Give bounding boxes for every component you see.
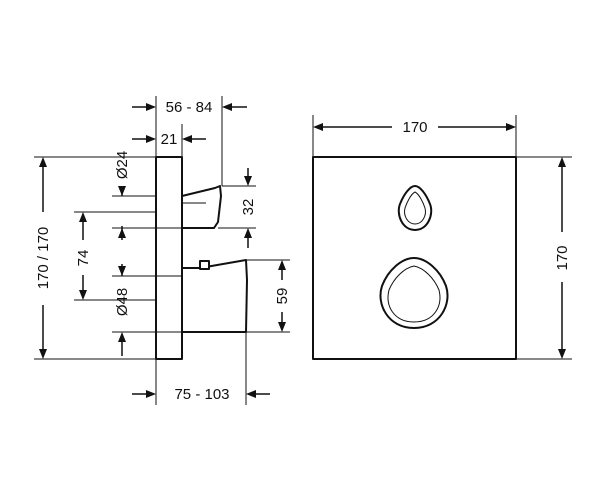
front-view: 170 170 [312,115,572,360]
dim-depth-bottom: 75 - 103 [132,332,270,405]
dim-lower-handle-height: 59 [246,259,291,333]
dim-diameter-small-label: Ø24 [114,151,131,179]
dim-front-height-label: 170 [554,245,571,270]
front-large-knob [379,257,449,329]
side-upper-handle [181,185,222,229]
dim-lower-handle-height-label: 59 [274,288,291,305]
dim-depth-top: 56 - 84 [132,96,247,186]
dim-depth-top-label: 56 - 84 [166,99,213,116]
side-wall-plate [155,156,183,360]
dim-center-distance: 74 [74,211,156,301]
dim-upper-handle-height: 32 [218,168,257,248]
dim-diameter-large: Ø48 [112,226,182,356]
dim-height-total: 170 / 170 [34,156,156,360]
front-small-knob [397,185,433,231]
dim-front-height: 170 [516,156,572,360]
dim-diameter-small: Ø24 [112,151,182,229]
dim-upper-handle-height-label: 32 [240,199,257,216]
dim-diameter-large-label: Ø48 [114,288,131,316]
dim-center-distance-label: 74 [75,250,92,267]
dim-height-total-label: 170 / 170 [35,227,52,290]
dim-plate-thickness-label: 21 [161,131,178,148]
side-lower-handle-pin [199,260,210,270]
dim-plate-thickness: 21 [132,124,206,157]
dim-depth-bottom-label: 75 - 103 [174,386,229,403]
dim-front-width: 170 [312,115,517,157]
side-view: 56 - 84 21 Ø24 32 [34,96,291,405]
dim-front-width-label: 170 [402,119,427,136]
side-lower-handle [181,259,248,333]
